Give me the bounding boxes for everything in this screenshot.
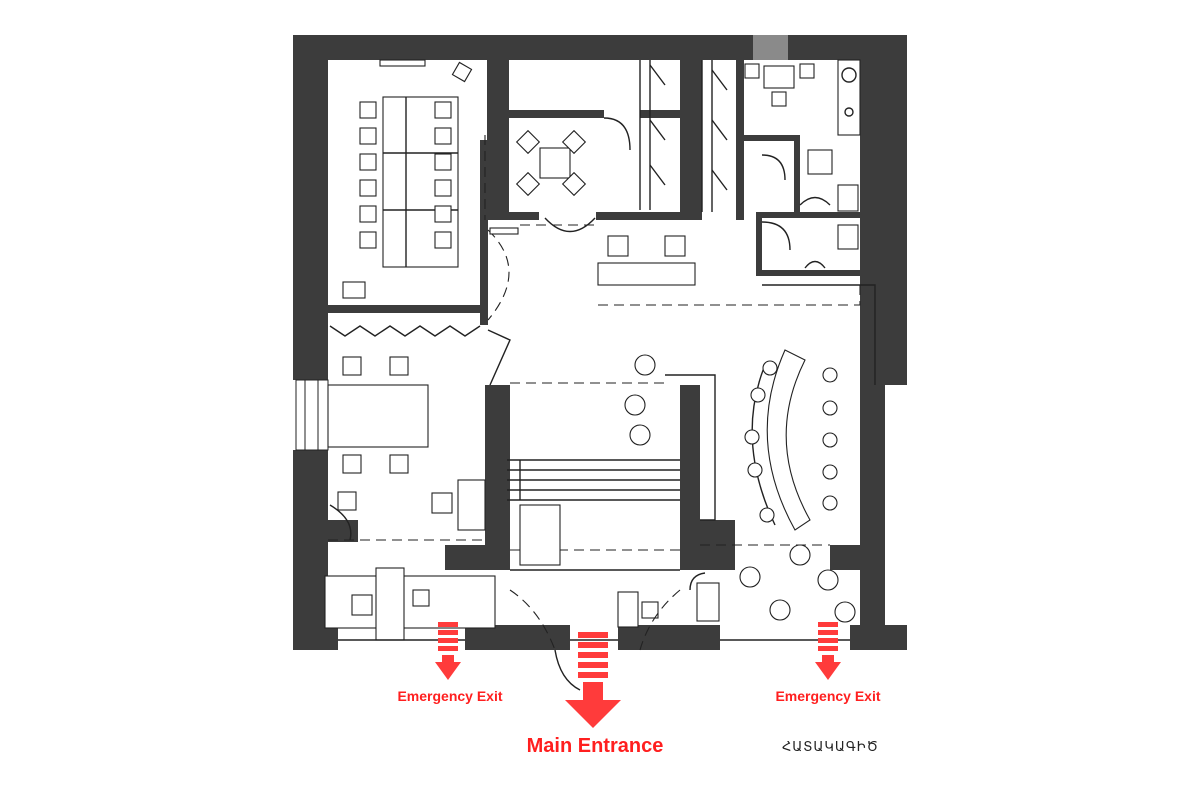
exit-arrow-right xyxy=(815,622,841,680)
lobby xyxy=(507,354,716,691)
reception-area xyxy=(487,235,876,386)
open-office xyxy=(327,325,486,541)
main-entrance-label: Main Entrance xyxy=(526,735,664,757)
emergency-exit-right-label: Emergency Exit xyxy=(775,688,881,704)
exit-arrow-left xyxy=(435,622,461,680)
small-meeting-room xyxy=(515,60,728,233)
meeting-room xyxy=(342,59,519,321)
manager-office xyxy=(324,567,496,641)
outer-walls xyxy=(293,35,907,650)
cafe-area xyxy=(689,349,856,623)
emergency-exit-left-label: Emergency Exit xyxy=(397,688,503,704)
service-block xyxy=(744,59,861,269)
exit-arrow-main xyxy=(565,632,621,728)
plan-signature: ՀԱՏԱԿԱԳԻԾ xyxy=(782,740,879,755)
interior-walls xyxy=(328,60,860,650)
